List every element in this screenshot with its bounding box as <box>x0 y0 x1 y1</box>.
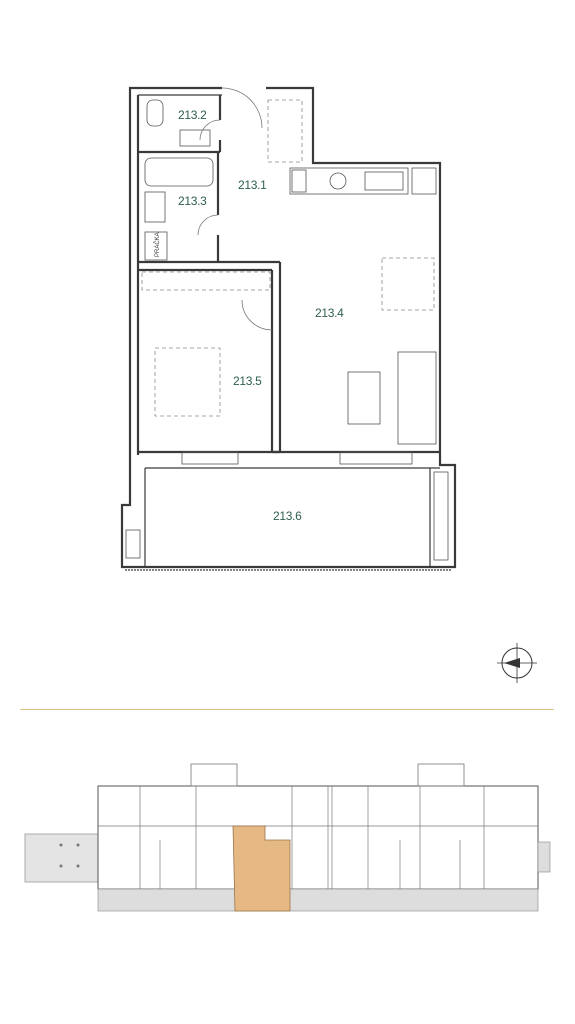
washing-machine-label: PRAČKA <box>154 232 161 257</box>
room-label-213-5: 213.5 <box>233 374 262 388</box>
section-divider <box>20 709 554 710</box>
building-outline <box>97 785 539 890</box>
outer-walls <box>120 86 457 571</box>
bathtub-icon <box>144 157 214 187</box>
stove-icon <box>364 171 404 191</box>
bathroom-door <box>197 214 219 236</box>
balconies <box>97 888 539 912</box>
building-key-plan <box>24 763 551 912</box>
room-labels: 213.2 213.1 213.3 213.4 213.5 213.6 <box>178 108 344 523</box>
annex-block <box>24 833 99 883</box>
wardrobe <box>141 271 271 291</box>
room-label-213-6: 213.6 <box>273 509 302 523</box>
room-label-213-2: 213.2 <box>178 108 207 122</box>
room-label-213-4: 213.4 <box>315 306 344 320</box>
entrance-door <box>221 87 263 129</box>
interior-walls <box>136 94 440 455</box>
room-label-213-3: 213.3 <box>178 194 207 208</box>
bedroom-door <box>241 299 273 331</box>
sink-icon <box>411 167 437 195</box>
room-label-213-1: 213.1 <box>238 178 267 192</box>
unit-walls <box>98 786 538 889</box>
compass-icon <box>497 643 537 683</box>
highlighted-unit-213 <box>232 825 291 912</box>
sink-icon <box>144 191 166 223</box>
washing-machine <box>144 231 168 261</box>
toilet-icon <box>146 99 164 127</box>
cooktop-icon <box>329 172 347 190</box>
bed <box>154 347 221 417</box>
window <box>181 451 239 465</box>
washbasin-icon <box>179 129 211 147</box>
window <box>339 451 413 465</box>
doors <box>197 87 273 331</box>
sofa <box>397 351 437 445</box>
coffee-table <box>347 371 381 425</box>
fixtures: PRAČKA <box>125 99 449 561</box>
planter <box>125 529 141 559</box>
wc-door <box>199 119 221 141</box>
dining-table <box>381 257 435 311</box>
floor-plan: PRAČKA 213.2 213.1 213.3 213.4 213.5 213… <box>120 86 537 683</box>
hall-wardrobe <box>267 99 303 163</box>
fridge-icon <box>291 169 307 193</box>
kitchen-counter <box>289 167 409 195</box>
planter <box>433 471 449 561</box>
